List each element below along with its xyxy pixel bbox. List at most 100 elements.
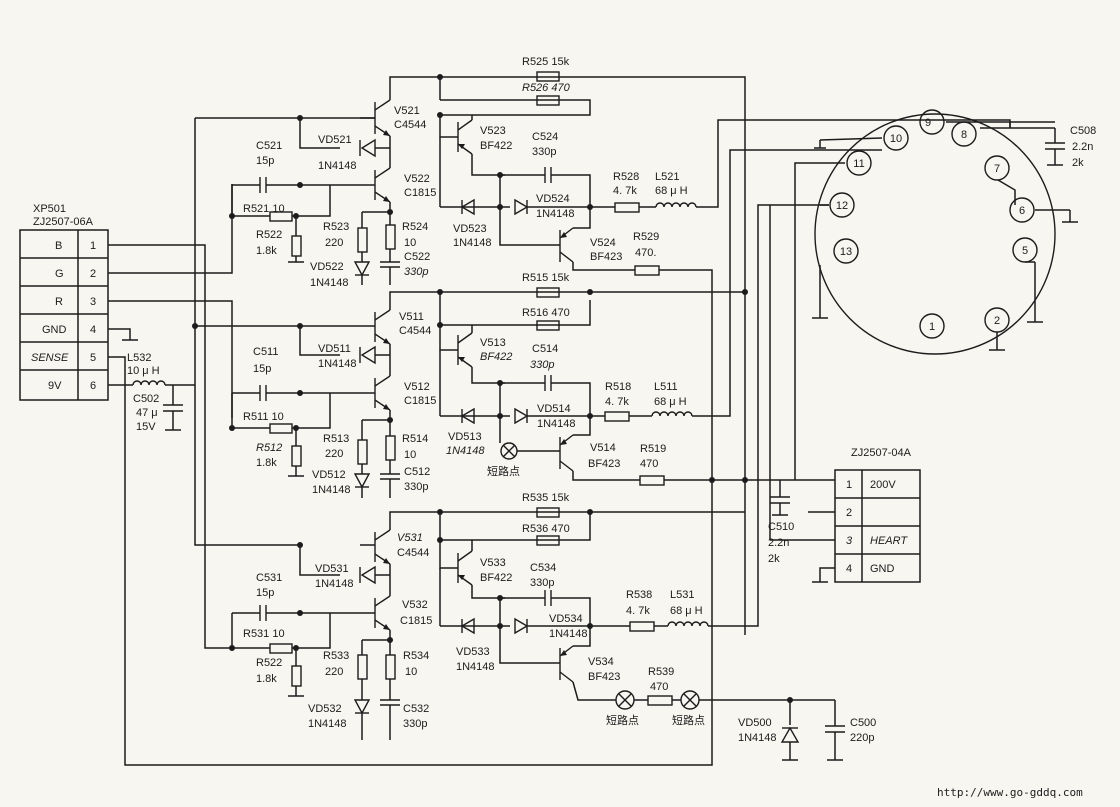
xp501-pin-name-gnd: GND bbox=[42, 324, 67, 336]
vd514-part: 1N4148 bbox=[537, 418, 576, 430]
r535-label: R535 15k bbox=[522, 492, 570, 504]
l532-ref: L532 bbox=[127, 352, 151, 364]
c511-value: 15p bbox=[253, 363, 271, 375]
r528-ref: R528 bbox=[613, 171, 639, 183]
xp501-pin-num-2: 2 bbox=[90, 268, 96, 280]
v523-ref: V523 bbox=[480, 125, 506, 137]
c522-ref: C522 bbox=[404, 251, 430, 263]
c508-ref: C508 bbox=[1070, 125, 1096, 137]
r531-label: R531 10 bbox=[243, 628, 285, 640]
v522-part: C1815 bbox=[404, 187, 436, 199]
zj-pin-num-3: 3 bbox=[846, 535, 853, 547]
zj-pin-num-1: 1 bbox=[846, 479, 852, 491]
zj-pin-num-4: 4 bbox=[846, 563, 852, 575]
l531-value: 68 μ H bbox=[670, 605, 703, 617]
connector-wires bbox=[108, 117, 713, 766]
r528-value: 4. 7k bbox=[613, 185, 637, 197]
vd534-part: 1N4148 bbox=[549, 628, 588, 640]
r534-ref: R534 bbox=[403, 650, 429, 662]
c534-ref: C534 bbox=[530, 562, 556, 574]
c512-ref: C512 bbox=[404, 466, 430, 478]
r519-value: 470 bbox=[640, 458, 658, 470]
v533-ref: V533 bbox=[480, 557, 506, 569]
l521-value: 68 μ H bbox=[655, 185, 688, 197]
vd523-ref: VD523 bbox=[453, 223, 487, 235]
l521-ref: L521 bbox=[655, 171, 679, 183]
xp501-pin-num-5: 5 bbox=[90, 352, 96, 364]
socket-pin-4: 5 bbox=[1022, 245, 1028, 257]
c514-value: 330p bbox=[530, 359, 554, 371]
c508-resistor: 2k bbox=[1072, 157, 1084, 169]
r538-ref: R538 bbox=[626, 589, 652, 601]
r518-value: 4. 7k bbox=[605, 396, 629, 408]
l511-ref: L511 bbox=[654, 381, 678, 393]
vd513-ref: VD513 bbox=[448, 431, 482, 443]
vd512-part: 1N4148 bbox=[312, 484, 351, 496]
l531-ref: L531 bbox=[670, 589, 694, 601]
v514-part: BF423 bbox=[588, 458, 620, 470]
r525-label: R525 15k bbox=[522, 56, 570, 68]
zj-pin-name-200v: 200V bbox=[870, 479, 896, 491]
vd513-part: 1N4148 bbox=[446, 445, 485, 457]
r516-label: R516 470 bbox=[522, 307, 570, 319]
c510-resistor: 2k bbox=[768, 553, 780, 565]
vd512-ref: VD512 bbox=[312, 469, 346, 481]
r524-ref: R524 bbox=[402, 221, 428, 233]
c502-voltage: 15V bbox=[136, 421, 156, 433]
v521-part: C4544 bbox=[394, 119, 426, 131]
r512-value: 1.8k bbox=[256, 457, 277, 469]
r523-ref: R523 bbox=[323, 221, 349, 233]
c532-value: 330p bbox=[403, 718, 427, 730]
channel-b bbox=[229, 99, 1011, 480]
vd524-ref: VD524 bbox=[536, 193, 570, 205]
r529-value: 470. bbox=[635, 247, 656, 259]
output-clamp bbox=[780, 697, 845, 761]
l511-value: 68 μ H bbox=[654, 396, 687, 408]
c524-ref: C524 bbox=[532, 131, 558, 143]
r521-label: R521 10 bbox=[243, 203, 285, 215]
socket-pin-12: 13 bbox=[840, 246, 852, 258]
vd522-part: 1N4148 bbox=[310, 277, 349, 289]
r524-value: 10 bbox=[404, 237, 416, 249]
c521-ref: C521 bbox=[256, 140, 282, 152]
watermark-url: http://www.go-gddq.com bbox=[937, 786, 1083, 799]
v511-part: C4544 bbox=[399, 325, 431, 337]
v513-part: BF422 bbox=[480, 351, 512, 363]
xp501-pin-num-6: 6 bbox=[90, 380, 96, 392]
channel-r bbox=[229, 204, 835, 740]
c512-value: 330p bbox=[404, 481, 428, 493]
vd521-ref: VD521 bbox=[318, 134, 352, 146]
r538-value: 4. 7k bbox=[626, 605, 650, 617]
r539-ref: R539 bbox=[648, 666, 674, 678]
vd523-part: 1N4148 bbox=[453, 237, 492, 249]
r536-label: R536 470 bbox=[522, 523, 570, 535]
zj-pin-num-2: 2 bbox=[846, 507, 852, 519]
c510-value: 2.2n bbox=[768, 537, 789, 549]
v514-ref: V514 bbox=[590, 442, 616, 454]
c534-value: 330p bbox=[530, 577, 554, 589]
c508-value: 2.2n bbox=[1072, 141, 1093, 153]
socket-pin-13: 2 bbox=[994, 315, 1000, 327]
c511-ref: C511 bbox=[253, 346, 278, 358]
r529-ref: R529 bbox=[633, 231, 659, 243]
r513-ref: R513 bbox=[323, 433, 349, 445]
vd500-part: 1N4148 bbox=[738, 732, 777, 744]
r522-ref: R522 bbox=[256, 229, 282, 241]
c502-ref: C502 bbox=[133, 393, 159, 405]
short-point-r2: 短路点 bbox=[672, 713, 705, 727]
r512-ref: R512 bbox=[256, 442, 282, 454]
c524-value: 330p bbox=[532, 146, 556, 158]
c500-ref: C500 bbox=[850, 717, 876, 729]
r514-value: 10 bbox=[404, 449, 416, 461]
c532-ref: C532 bbox=[403, 703, 429, 715]
zj-pin-name-gnd: GND bbox=[870, 563, 895, 575]
xp501-pin-name-b: B bbox=[55, 240, 62, 252]
r526-label: R526 470 bbox=[522, 82, 571, 94]
v512-part: C1815 bbox=[404, 395, 436, 407]
vd511-ref: VD511 bbox=[318, 343, 351, 355]
r522b-value: 1.8k bbox=[256, 673, 277, 685]
r522-value: 1.8k bbox=[256, 245, 277, 257]
xp501-pin-num-1: 1 bbox=[90, 240, 96, 252]
